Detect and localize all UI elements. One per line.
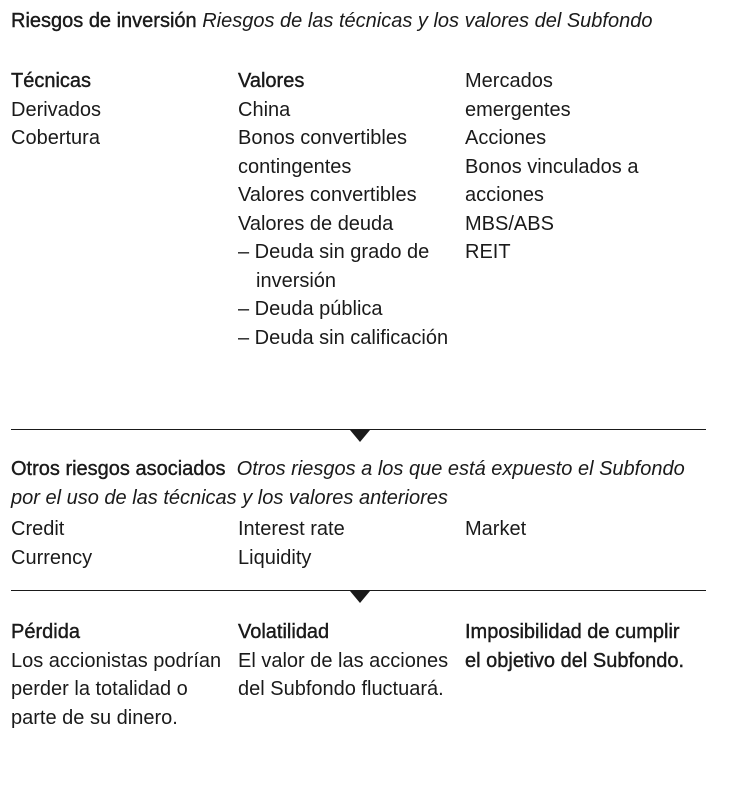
list-item: Cobertura [11,127,100,149]
list-item: – Deuda sin calificación [238,326,449,349]
section-title: Riesgos de inversión [11,10,197,32]
list-item: – Deuda sin grado de inversión [238,241,430,292]
list-item: Valores de deuda [238,212,394,235]
section-subtitle: Otros riesgos a los que está expuesto el… [11,458,685,509]
list-item: Credit [11,518,65,540]
list-item: Mercados emergentes [465,70,571,121]
column-heading: Valores [238,70,305,92]
column-heading: Imposibilidad de cumplir el objetivo del… [465,621,685,672]
column-text: Los accionistas podrían perder la totali… [11,649,222,729]
loss-column: Pérdida Los accionistas podrían perder l… [11,618,231,732]
column-text: El valor de las acciones del Subfondo fl… [238,649,449,701]
volatility-column: Volatilidad El valor de las acciones del… [238,618,453,704]
divider [11,590,706,591]
section-subtitle: Riesgos de las técnicas y los valores de… [202,10,653,32]
list-item: Market [465,518,527,540]
objective-column: Imposibilidad de cumplir el objetivo del… [465,618,700,675]
arrow-down-icon [350,430,370,442]
list-item: REIT [465,241,511,263]
other-risks-col2: Interest rate Liquidity [238,515,463,572]
other-risks-col1: Credit Currency [11,515,236,572]
column-heading: Técnicas [11,70,92,92]
other-risks-header: Otros riesgos asociados Otros riesgos a … [11,455,711,512]
techniques-column: Técnicas Derivados Cobertura [11,67,236,153]
list-item: Derivados [11,98,102,121]
list-item: Bonos vinculados a acciones [465,155,639,207]
list-item: Interest rate [238,518,345,540]
divider [11,429,706,430]
list-item: Valores convertibles [238,184,417,206]
column-heading: Volatilidad [238,621,330,643]
section-title: Otros riesgos asociados [11,458,226,480]
securities-column: Valores China Bonos convertibles conting… [238,67,463,352]
list-item: – Deuda pública [238,298,383,320]
list-item: Bonos convertibles contingentes [238,127,407,178]
list-item: Currency [11,546,93,569]
other-risks-col3: Market [465,515,690,544]
list-item: Liquidity [238,546,312,569]
markets-column: Mercados emergentes Acciones Bonos vincu… [465,67,690,267]
arrow-down-icon [350,591,370,603]
list-item: China [238,98,291,121]
list-item: MBS/ABS [465,212,554,235]
column-heading: Pérdida [11,621,80,643]
list-item: Acciones [465,127,547,149]
investment-risks-header: Riesgos de inversión Riesgos de las técn… [11,7,711,36]
